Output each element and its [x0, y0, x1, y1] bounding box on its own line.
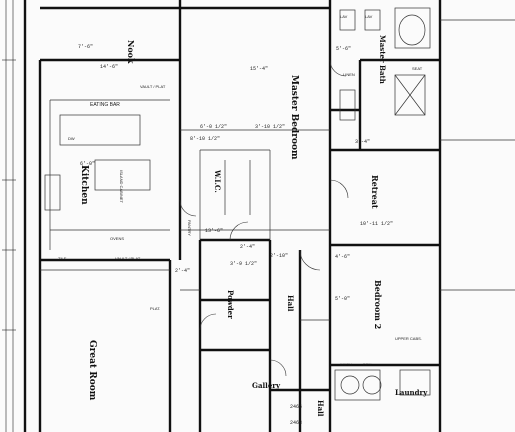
- label-upper-cabs: UPPER CABS.: [395, 336, 422, 341]
- room-powder: Powder: [226, 290, 235, 319]
- label-lav-1: LAV: [340, 14, 348, 19]
- label-seat: SEAT: [412, 66, 423, 71]
- label-vault-plat-2: VAULT / PLAT: [115, 256, 141, 261]
- dim-5: 3'-10 1/2": [255, 124, 285, 130]
- label-pantry: PANTRY: [187, 220, 192, 236]
- label-vault-plat: VAULT / PLAT: [140, 84, 166, 89]
- room-master-bedroom: Master Bedroom: [289, 75, 299, 160]
- label-dry: DRY: [363, 362, 372, 367]
- label-linen: LINEN: [343, 72, 355, 77]
- dim-15: 4'-6": [335, 254, 350, 260]
- dim-8: 3'-4": [355, 139, 370, 145]
- room-kitchen: Kitchen: [79, 165, 89, 205]
- dim-17: 2466: [290, 404, 302, 410]
- interior-lines: [40, 7, 515, 401]
- label-eating-bar: EATING BAR: [90, 102, 120, 108]
- dim-12: 2'-10": [270, 253, 288, 259]
- label-wash: WASH: [340, 362, 352, 367]
- dim-10: 2'-4": [240, 244, 255, 250]
- room-gallery: Gallery: [252, 381, 281, 390]
- room-retreat: Retreat: [370, 175, 380, 209]
- room-nook: Nook: [126, 40, 136, 64]
- room-bedroom2: Bedroom 2: [373, 280, 383, 329]
- dim-1: 7'-6": [78, 44, 93, 50]
- label-ovens: OVENS: [110, 236, 124, 241]
- room-wic: W.I.C.: [213, 169, 222, 193]
- dim-2: 14'-6": [100, 64, 118, 70]
- label-plat: PLAT.: [150, 306, 160, 311]
- dim-13: 8'-10 1/2": [190, 136, 220, 142]
- dim-16: 5'-0": [335, 296, 350, 302]
- label-island-cabinet: ISLAND CABINET: [119, 170, 124, 203]
- dim-14: 2'-4": [175, 268, 190, 274]
- dim-6: 5'-6": [336, 46, 351, 52]
- dim-4: 6'-0 1/2": [200, 124, 227, 130]
- label-tile: TILE: [58, 256, 67, 261]
- dim-9: 6'-0": [80, 161, 95, 167]
- dim-19: 3'-9 1/2": [230, 261, 257, 267]
- room-laundry: Laundry: [395, 388, 428, 397]
- room-labels: Nook Master Bedroom Kitchen Great Room R…: [79, 35, 428, 417]
- room-master-bath: Master Bath: [378, 35, 387, 84]
- label-dw: DW: [68, 136, 75, 141]
- room-hall-2: Hall: [316, 400, 325, 417]
- dimension-labels: 7'-6" 14'-6" 15'-4" 6'-0 1/2" 3'-10 1/2"…: [78, 44, 393, 426]
- annotation-labels: EATING BAR ISLAND CABINET UPPER CABS. PA…: [58, 14, 423, 367]
- dim-18: 2468: [290, 420, 302, 426]
- label-lav-2: LAV: [365, 14, 373, 19]
- left-dimension-strings: [2, 0, 16, 432]
- dim-11: 13'-6": [205, 228, 223, 234]
- door-swings: [179, 59, 349, 377]
- dim-3: 15'-4": [250, 66, 268, 72]
- room-great-room: Great Room: [87, 340, 97, 401]
- room-hall-1: Hall: [286, 295, 295, 312]
- dim-7: 10'-11 1/2": [360, 221, 393, 227]
